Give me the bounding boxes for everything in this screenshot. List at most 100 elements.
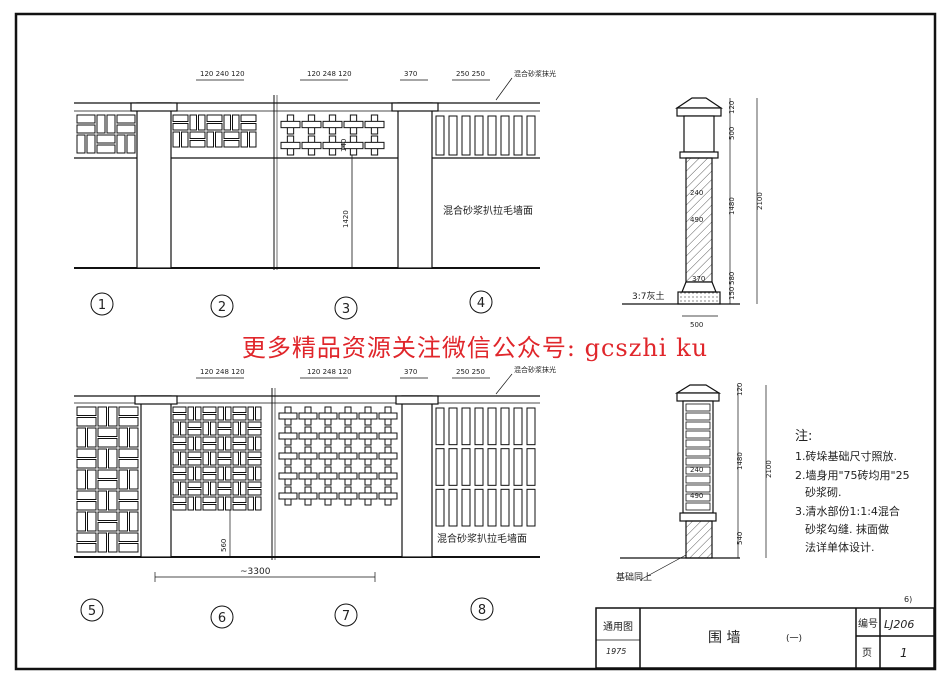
brick <box>487 488 497 527</box>
brick <box>318 472 338 480</box>
upper-elevation <box>74 95 540 270</box>
sheet-border <box>14 12 937 671</box>
brick <box>108 532 118 553</box>
brick <box>526 488 536 527</box>
svg-text:150: 150 <box>728 287 736 300</box>
brick <box>206 123 223 131</box>
brick <box>108 490 118 511</box>
brick <box>448 448 458 486</box>
brick <box>685 430 711 439</box>
brick <box>240 123 257 131</box>
brick <box>97 522 118 532</box>
brick <box>180 421 187 436</box>
brick <box>513 407 523 446</box>
lower-plaster-note: 混合砂浆扒拉毛墙面 <box>437 532 527 545</box>
brick <box>461 488 471 527</box>
notes-line-1: 1.砖垛基础尺寸照放. <box>795 449 897 463</box>
brick <box>685 403 711 412</box>
brick <box>685 484 711 493</box>
brick <box>210 451 217 466</box>
panel-1-pattern <box>76 114 136 154</box>
panel-number-4: 4 <box>477 296 485 311</box>
brick <box>435 407 445 446</box>
brick <box>435 448 445 486</box>
brick <box>116 114 136 124</box>
brick <box>240 481 247 496</box>
notes-title: 注: <box>795 429 812 444</box>
brick <box>96 114 106 134</box>
brick <box>322 141 343 150</box>
brick <box>202 436 217 443</box>
brick <box>500 488 510 527</box>
brick <box>97 469 118 479</box>
brick <box>202 504 217 511</box>
svg-text:2100: 2100 <box>756 192 764 210</box>
brick <box>87 511 97 532</box>
brick <box>240 421 247 436</box>
brick <box>298 432 318 440</box>
brick <box>685 412 711 421</box>
brick <box>448 115 458 156</box>
svg-text:490: 490 <box>690 216 703 224</box>
brick <box>278 472 298 480</box>
brick <box>118 417 139 427</box>
brick <box>364 141 385 150</box>
brick <box>247 496 254 511</box>
brick <box>108 448 118 469</box>
brick <box>172 466 187 473</box>
brick <box>202 451 209 466</box>
brick <box>76 134 86 154</box>
brick <box>232 451 239 466</box>
lower-elevation <box>74 388 540 560</box>
panel-number-1: 1 <box>98 298 106 313</box>
brick <box>172 131 180 148</box>
brick <box>232 496 247 503</box>
brick <box>118 469 128 490</box>
brick <box>97 438 118 448</box>
svg-text:1480: 1480 <box>728 197 736 215</box>
svg-text:500: 500 <box>690 321 703 329</box>
brick <box>187 459 202 466</box>
brick <box>202 466 217 473</box>
brick <box>223 131 240 139</box>
panel-number-7: 7 <box>342 609 350 624</box>
brick <box>278 452 298 460</box>
notes-line-5: 砂浆勾缝. 抹面做 <box>805 522 889 536</box>
brick <box>278 492 298 500</box>
notes: 注: 1.砖垛基础尺寸照放. 2.墙身用"75砖均用"25 砂浆砌. 3.清水部… <box>795 429 910 554</box>
brick <box>172 504 187 511</box>
watermark: 更多精品资源关注微信公众号: gcszhi ku <box>241 334 709 362</box>
brick <box>189 114 197 131</box>
brick <box>448 407 458 446</box>
brick <box>76 406 97 416</box>
brick <box>301 141 322 150</box>
brick <box>225 466 232 481</box>
brick <box>76 469 86 490</box>
svg-text:120: 120 <box>728 101 736 114</box>
brick <box>232 481 239 496</box>
brick <box>76 490 97 500</box>
brick <box>187 451 202 458</box>
brick <box>513 488 523 527</box>
brick <box>685 466 711 475</box>
brick <box>232 474 247 481</box>
brick <box>87 427 97 448</box>
panel-5-pattern <box>76 406 139 553</box>
brick <box>364 120 385 129</box>
brick <box>378 492 398 500</box>
brick <box>232 414 247 421</box>
brick <box>76 124 96 134</box>
brick <box>187 436 194 451</box>
brick <box>685 457 711 466</box>
brick <box>210 481 217 496</box>
brick <box>322 120 343 129</box>
brick <box>97 406 107 427</box>
brick <box>86 134 96 154</box>
brick <box>240 451 247 466</box>
brick <box>301 120 322 129</box>
brick <box>195 406 202 421</box>
brick <box>225 496 232 511</box>
brick <box>358 432 378 440</box>
brick <box>172 474 187 481</box>
